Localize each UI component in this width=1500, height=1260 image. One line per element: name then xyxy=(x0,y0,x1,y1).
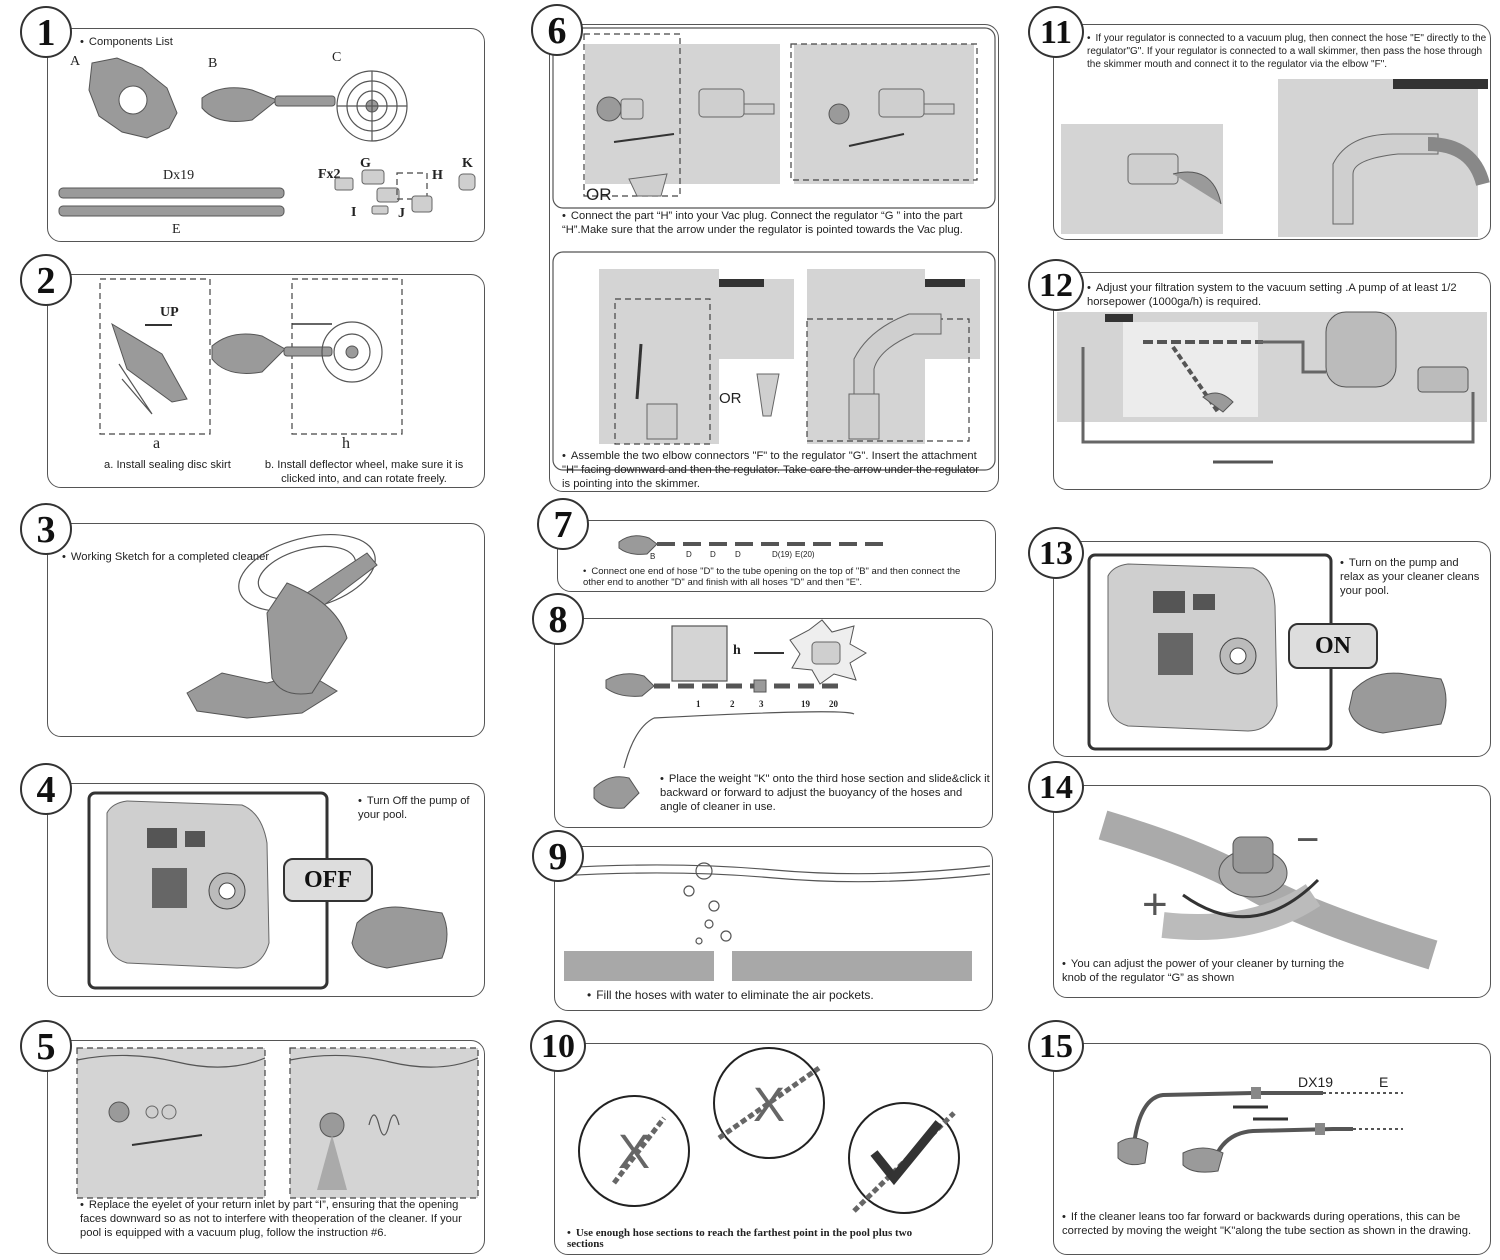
step-11-text: If your regulator is connected to a vacu… xyxy=(1087,32,1487,71)
step-5-text: Replace the eyelet of your return inlet … xyxy=(80,1198,475,1240)
step-8-text: Place the weight "K" onto the third hose… xyxy=(660,772,990,814)
step-12-text: Adjust your filtration system to the vac… xyxy=(1087,281,1482,309)
hose-label-20: 20 xyxy=(829,699,838,709)
up-label: UP xyxy=(160,305,179,320)
hose-label-19: 19 xyxy=(801,699,810,709)
label-d-3: D xyxy=(735,550,741,559)
step-14-number: 14 xyxy=(1028,761,1084,813)
label-d-19: D(19) xyxy=(772,550,793,559)
step-2-number: 2 xyxy=(20,254,72,306)
or-label-1: OR xyxy=(586,185,612,204)
step-11-number: 11 xyxy=(1028,6,1084,58)
e-label: E xyxy=(1379,1074,1389,1090)
step-1-text: Components List xyxy=(80,35,173,49)
step-13-text: Turn on the pump and relax as your clean… xyxy=(1340,556,1480,598)
step-10-number: 10 xyxy=(530,1020,586,1072)
return-inlet-illustration xyxy=(76,1047,479,1199)
plus-sign: + xyxy=(1142,880,1168,929)
fill-hoses-illustration xyxy=(557,862,991,981)
step-2-text-a: a. Install sealing disc skirt xyxy=(104,459,231,471)
step-5-number: 5 xyxy=(20,1020,72,1072)
step-4-text: Turn Off the pump of your pool. xyxy=(358,794,478,822)
dx19-label: DX19 xyxy=(1298,1074,1334,1090)
label-d-1: D xyxy=(686,550,692,559)
part-g-label: G xyxy=(360,156,371,171)
label-b: B xyxy=(650,552,656,561)
hose-label-1: 1 xyxy=(696,699,701,709)
hose-connection-illustration xyxy=(618,535,887,555)
step-6-text-1: Connect the part “H” into your Vac plug.… xyxy=(562,209,982,237)
step-13-number: 13 xyxy=(1028,527,1084,579)
on-badge: ON xyxy=(1288,623,1378,669)
part-a-label: A xyxy=(70,54,81,69)
label-e-20: E(20) xyxy=(795,550,815,559)
svg-text:X: X xyxy=(753,1079,785,1132)
step-4-number: 4 xyxy=(20,763,72,815)
step-10-text: Use enough hose sections to reach the fa… xyxy=(567,1228,917,1250)
filtration-system-illustration xyxy=(1057,311,1487,464)
step-9-number: 9 xyxy=(532,830,584,882)
part-e-label: E xyxy=(172,222,181,237)
part-d-label: Dx19 xyxy=(163,168,195,183)
part-i-label: I xyxy=(351,205,357,220)
part-f-label: Fx2 xyxy=(318,167,341,182)
height-label: h xyxy=(733,643,741,658)
step-7-number: 7 xyxy=(537,498,589,550)
part-h-label: H xyxy=(432,168,443,183)
minus-sign: − xyxy=(1296,818,1320,862)
weight-adjust-illustration xyxy=(1117,1087,1403,1173)
svg-text:X: X xyxy=(618,1126,650,1179)
step-7-text: Connect one end of hose "D" to the tube … xyxy=(583,566,983,588)
step-15-text: If the cleaner leans too far forward or … xyxy=(1062,1210,1487,1238)
part-k-label: K xyxy=(462,156,473,171)
control-panel-on-illustration xyxy=(1087,553,1447,751)
step-9-text: Fill the hoses with water to eliminate t… xyxy=(587,988,873,1002)
part-j-label: J xyxy=(398,206,405,221)
step-1-number: 1 xyxy=(20,6,72,58)
control-panel-off-illustration xyxy=(87,791,448,990)
off-badge: OFF xyxy=(283,858,373,902)
completed-cleaner-illustration xyxy=(186,534,378,719)
or-label-2: OR xyxy=(719,390,742,407)
weight-illustration xyxy=(593,619,867,809)
regulator-knob-illustration xyxy=(1098,810,1438,970)
components-illustration xyxy=(58,57,476,217)
step-14-text: You can adjust the power of your cleaner… xyxy=(1062,957,1352,985)
label-d-2: D xyxy=(710,550,716,559)
step-3-text: Working Sketch for a completed cleaner xyxy=(62,550,269,564)
vac-plug-illustration xyxy=(552,27,996,471)
part-c-label: C xyxy=(332,50,342,65)
step-15-number: 15 xyxy=(1028,1020,1084,1072)
step-12-number: 12 xyxy=(1028,259,1084,311)
step-6-number: 6 xyxy=(531,4,583,56)
step-6-text-2: Assemble the two elbow connectors "F" to… xyxy=(562,449,982,491)
panel-h-caption: h xyxy=(342,435,350,452)
regulator-connection-illustration xyxy=(1061,79,1490,237)
install-illustration xyxy=(99,278,403,435)
panel-a-caption: a xyxy=(153,435,161,452)
step-8-number: 8 xyxy=(532,593,584,645)
hose-length-illustration: X X xyxy=(578,1047,960,1214)
part-b-label: B xyxy=(208,56,218,71)
hose-label-3: 3 xyxy=(759,699,764,709)
hose-label-2: 2 xyxy=(730,699,735,709)
step-3-number: 3 xyxy=(20,503,72,555)
step-2-panel xyxy=(47,274,485,488)
step-2-text-b: b. Install deflector wheel, make sure it… xyxy=(264,459,464,485)
